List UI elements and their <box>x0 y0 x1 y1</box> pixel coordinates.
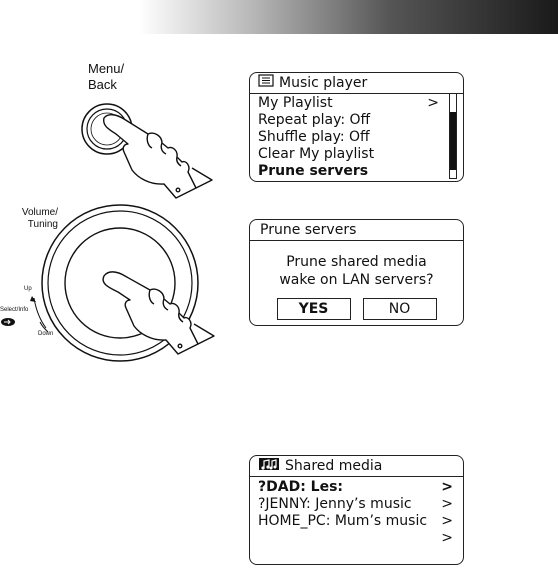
no-button[interactable]: NO <box>363 298 437 320</box>
chevron-right-icon: > <box>441 513 463 530</box>
controls-illustration <box>0 0 240 370</box>
chevron-right-icon: > <box>427 95 449 112</box>
server-item-label: ?JENNY: Jenny’s music <box>258 496 412 513</box>
pointing-hand-icon <box>104 115 212 198</box>
server-item-jenny[interactable]: ?JENNY: Jenny’s music > <box>250 496 463 513</box>
select-info-icon <box>1 318 15 326</box>
screen-title-text: Music player <box>279 74 367 92</box>
menu-item-label: Shuffle play: Off <box>258 129 370 146</box>
lcd-screen-music-player: Music player My Playlist > Repeat play: … <box>249 72 464 182</box>
menu-item-label: Clear My playlist <box>258 146 374 163</box>
menu-item-my-playlist[interactable]: My Playlist > <box>250 95 463 112</box>
menu-item-label: Prune servers <box>258 163 368 180</box>
prompt-line-2: wake on LAN servers? <box>250 271 463 289</box>
menu-item-label: Repeat play: Off <box>258 112 370 129</box>
music-notes-icon <box>258 457 280 476</box>
prompt-line-1: Prune shared media <box>250 253 463 271</box>
scrollbar[interactable] <box>449 93 457 179</box>
lcd-screen-prune-servers: Prune servers Prune shared media wake on… <box>249 219 464 326</box>
screen-title: Shared media <box>250 456 463 477</box>
scroll-thumb[interactable] <box>450 112 456 170</box>
chevron-right-icon: > <box>441 479 463 496</box>
menu-item-shuffle-play[interactable]: Shuffle play: Off <box>250 129 463 146</box>
server-item-dad[interactable]: ?DAD: Les: > <box>250 479 463 496</box>
menu-item-repeat-play[interactable]: Repeat play: Off <box>250 112 463 129</box>
screen-title: Music player <box>250 73 463 94</box>
server-item-empty[interactable]: > <box>250 530 463 547</box>
server-item-home-pc[interactable]: HOME_PC: Mum’s music > <box>250 513 463 530</box>
menu-item-label: My Playlist <box>258 95 333 112</box>
server-item-label: ?DAD: Les: <box>258 479 343 496</box>
screen-title-text: Shared media <box>285 457 382 475</box>
menu-item-prune-servers[interactable]: Prune servers <box>250 163 463 180</box>
lcd-screen-shared-media: Shared media ?DAD: Les: > ?JENNY: Jenny’… <box>249 455 464 565</box>
chevron-right-icon: > <box>441 530 463 547</box>
screen-title: Prune servers <box>250 220 463 241</box>
yes-button[interactable]: YES <box>277 298 351 320</box>
screen-title-text: Prune servers <box>260 221 356 239</box>
list-icon <box>258 74 274 92</box>
server-item-label: HOME_PC: Mum’s music <box>258 513 427 530</box>
prune-prompt: Prune shared media wake on LAN servers? <box>250 253 463 289</box>
menu-item-clear-playlist[interactable]: Clear My playlist <box>250 146 463 163</box>
chevron-right-icon: > <box>441 496 463 513</box>
